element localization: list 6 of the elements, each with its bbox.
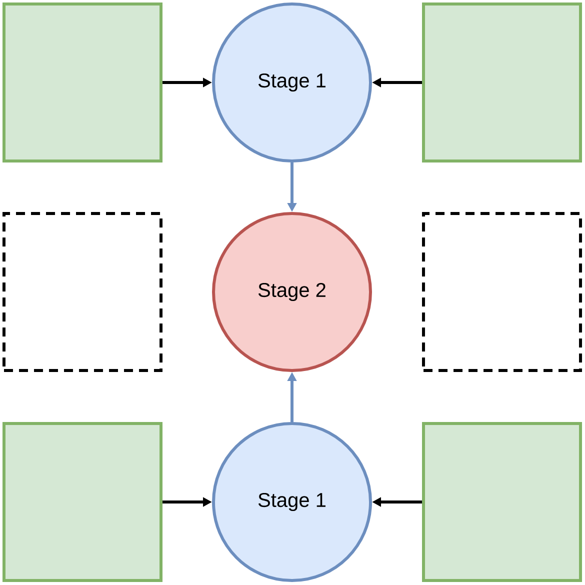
box xyxy=(2,422,162,582)
box xyxy=(422,2,582,162)
empty-box xyxy=(2,212,162,372)
box xyxy=(2,2,162,162)
box xyxy=(422,422,582,582)
empty-box xyxy=(422,212,582,372)
